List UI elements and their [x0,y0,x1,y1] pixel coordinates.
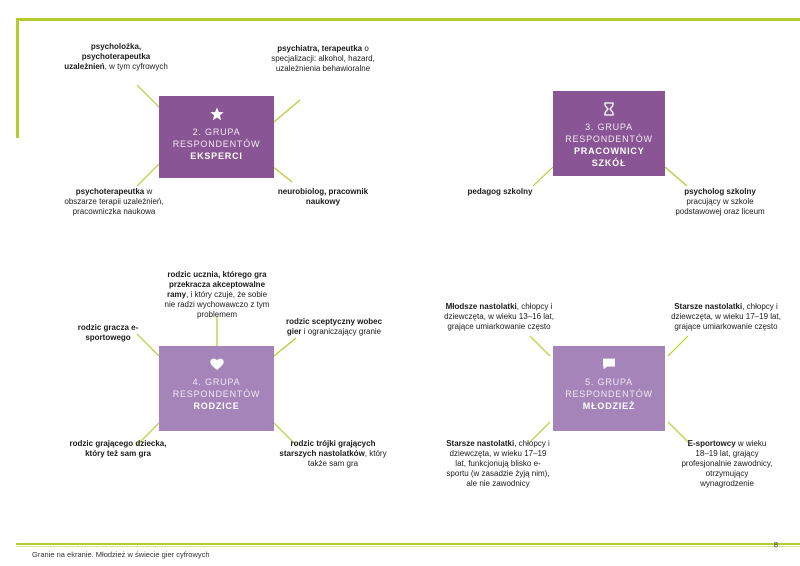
page-number: 8 [773,540,778,549]
left-accent-line [16,18,19,138]
label-psycholozka: psycholożka, psychoterapeutka uzależnień… [64,42,168,71]
footer-text: Granie na ekranie. Młodzież w świecie gi… [32,550,210,559]
footer-accent-line [16,543,800,545]
connector-line [271,165,293,183]
group-title: 3. GRUPA [585,122,633,132]
connector-line [136,163,160,187]
footer-accent-line-thin [16,546,800,547]
chat-bubble-icon [603,358,615,370]
group-2-box: 2. GRUPA RESPONDENTÓW EKSPERCI [159,96,274,178]
group-subtitle: RESPONDENTÓW [172,389,261,399]
label-starsze-nastolatki-bottom: Starsze nastolatki, chłopcy i dziewczęta… [446,439,550,488]
hourglass-icon [604,102,614,116]
group-name: EKSPERCI [190,151,243,161]
connector-line [664,166,688,187]
heart-icon [209,358,224,370]
group-subtitle: RESPONDENTÓW [565,389,653,399]
connector-line [529,335,551,357]
group-3-box: 3. GRUPA RESPONDENTÓW PRACOWNICY SZKÓŁ [553,91,665,176]
group-title: 2. GRUPA [192,127,241,137]
connector-line [667,421,689,443]
label-psycholog-szkolny: psycholog szkolny pracujący w szkole pod… [675,187,765,216]
label-psychoterapeutka: psychoterapeutka w obszarze terapii uzal… [64,187,164,216]
star-icon [209,107,224,121]
connector-line [273,422,297,446]
group-name: PRACOWNICY SZKÓŁ [574,146,645,168]
label-starsze-nastolatki-top: Starsze nastolatki, chłopcy i dziewczęta… [671,302,781,331]
label-e-sportowcy: E-sportowcy w wieku 18–19 lat, grający p… [681,439,773,488]
label-rodzic-grajacego: rodzic grającego dziecka, który też sam … [69,439,167,458]
group-title: 4. GRUPA [192,377,241,387]
connector-line [136,422,160,446]
label-mlodsze-nastolatki: Młodsze nastolatki, chłopcy i dziewczęta… [444,302,554,331]
connector-line [273,99,301,123]
connector-line [529,421,551,443]
connector-line [273,337,297,357]
label-rodzic-sceptyczny: rodzic sceptyczny wobec gier i ogranicza… [285,317,383,336]
group-title: 5. GRUPA [585,377,633,387]
label-pedagog: pedagog szkolny [467,187,533,196]
connector-line [136,333,160,357]
group-4-box: 4. GRUPA RESPONDENTÓW RODZICE [159,346,274,431]
label-psychiatra: psychiatra, terapeutka o specjalizacji: … [271,44,375,73]
top-accent-line [16,18,800,21]
group-name: RODZICE [193,401,240,411]
label-rodzic-trojki: rodzic trójki grających starszych nastol… [279,439,387,468]
group-subtitle: RESPONDENTÓW [565,134,653,144]
group-subtitle: RESPONDENTÓW [172,139,261,149]
label-neurobiolog: neurobiolog, pracownik naukowy [277,187,369,206]
connector-line [136,84,160,108]
group-name: MŁODZIEŻ [582,401,636,411]
label-rodzic-ucznia: rodzic ucznia, którego gra przekracza ak… [164,270,270,319]
group-5-box: 5. GRUPA RESPONDENTÓW MŁODZIEŻ [553,346,665,431]
connector-line [667,335,689,357]
connector-line [532,166,554,187]
label-rodzic-gracza: rodzic gracza e-sportowego [77,323,139,342]
